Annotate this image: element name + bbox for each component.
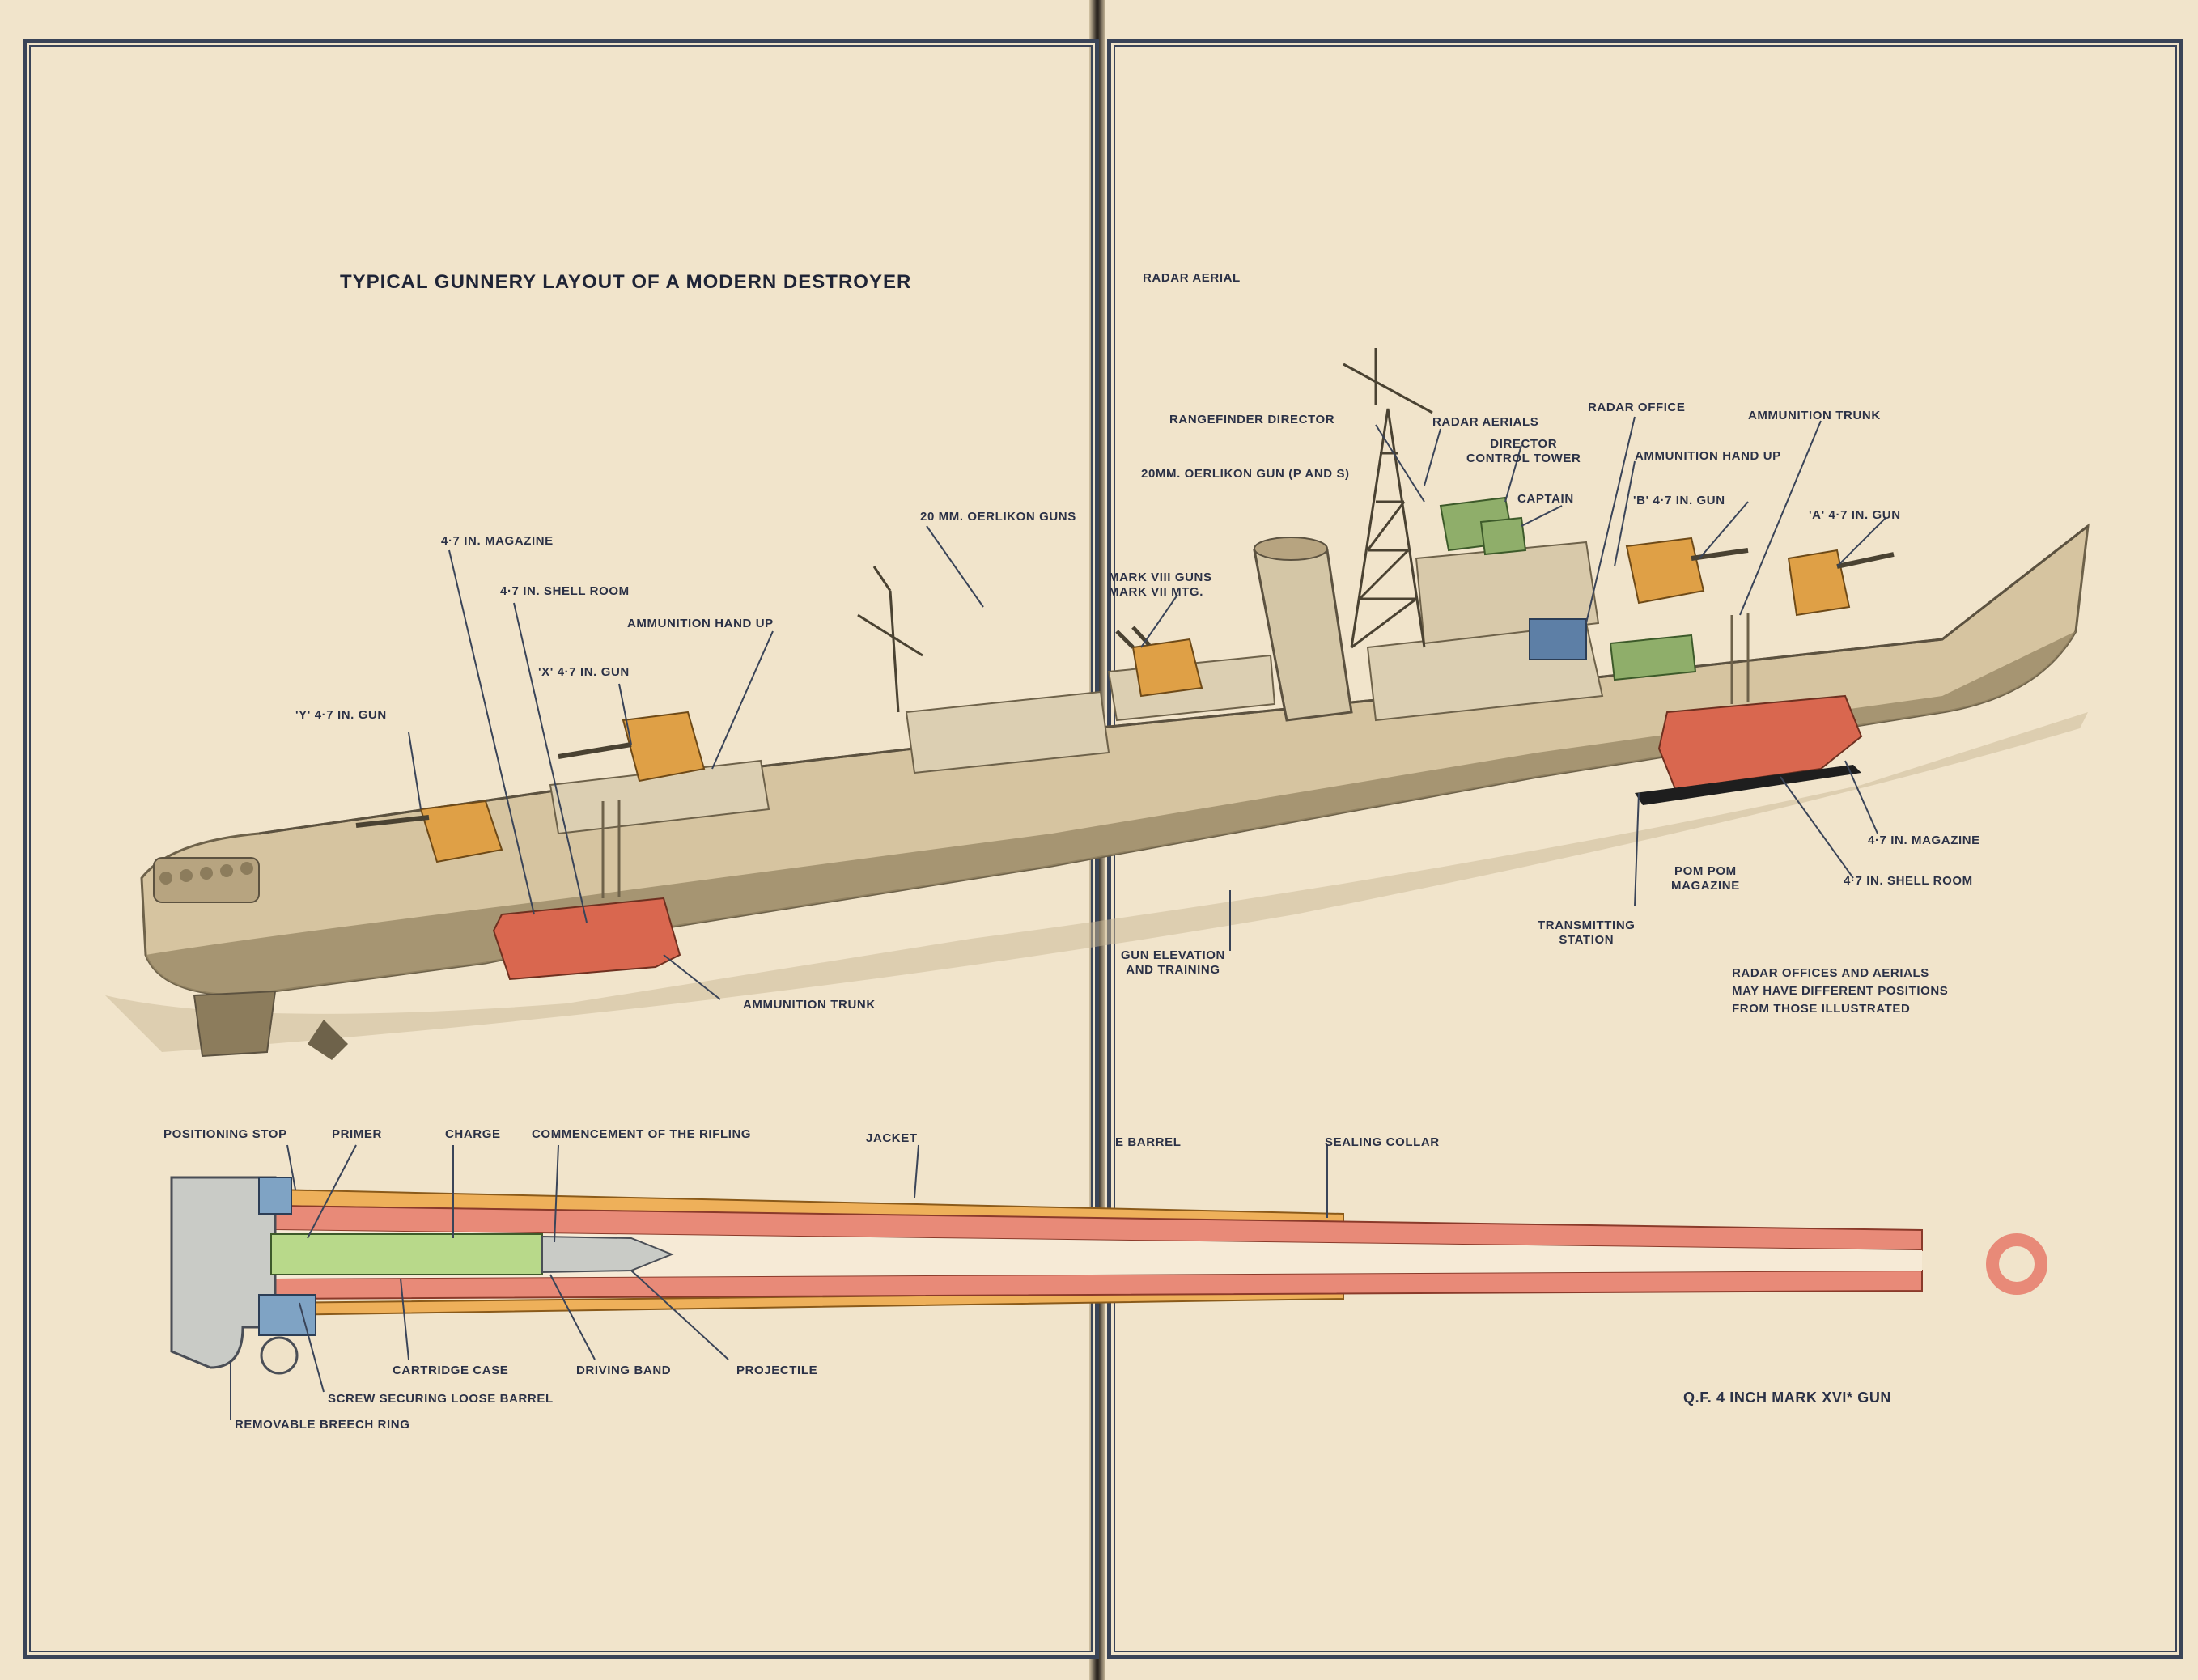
label-fwd-magazine: 4·7 IN. MAGAZINE (1868, 834, 1980, 847)
lattice-mast (1343, 348, 1433, 649)
rudder (193, 990, 277, 1058)
label-oerlikon-ps: 20MM. OERLIKON GUN (P AND S) (1141, 467, 1350, 481)
label-oerlikon-guns: 20 MM. OERLIKON GUNS (920, 510, 1076, 524)
leader-lines (408, 416, 1886, 1000)
label-gun-elevation: GUN ELEVATION AND TRAINING (1121, 948, 1225, 977)
label-jacket: JACKET (866, 1131, 918, 1145)
label-b-gun: 'B' 4·7 IN. GUN (1633, 494, 1725, 507)
fwd-magazine-block (1657, 694, 1863, 791)
label-rangefinder-director: RANGEFINDER DIRECTOR (1169, 413, 1335, 426)
bridge-upper (1415, 541, 1600, 645)
breech-ring-circle (260, 1336, 299, 1375)
transmitting-green (1609, 634, 1697, 681)
label-radar-note: RADAR OFFICES AND AERIALS MAY HAVE DIFFE… (1732, 966, 1949, 1016)
midship-superstructure (905, 690, 1110, 774)
label-sealing-collar: SEALING COLLAR (1325, 1135, 1440, 1149)
captain-green (1479, 516, 1527, 556)
muzzle-ring (1986, 1233, 2047, 1295)
label-director-control-tower: DIRECTOR CONTROL TOWER (1466, 437, 1581, 465)
label-pom-pom-magazine: POM POM MAGAZINE (1671, 864, 1740, 893)
label-driving-band: DRIVING BAND (576, 1364, 672, 1377)
a-gun-turret (1787, 549, 1895, 617)
label-ammunition-hand-up-aft: AMMUNITION HAND UP (627, 617, 774, 630)
label-fwd-shell-room: 4·7 IN. SHELL ROOM (1844, 874, 1973, 888)
label-ammunition-trunk-aft: AMMUNITION TRUNK (743, 998, 876, 1012)
label-a-gun: 'A' 4·7 IN. GUN (1809, 508, 1901, 522)
label-y-gun: 'Y' 4·7 IN. GUN (295, 708, 387, 722)
mark-viii-guns-mount (1115, 626, 1203, 698)
breech-block (170, 1176, 277, 1369)
label-radar-office: RADAR OFFICE (1588, 401, 1686, 414)
gun-leader-lines (230, 1144, 1328, 1420)
label-positioning-stop: POSITIONING STOP (163, 1127, 287, 1141)
label-transmitting-station: TRANSMITTING STATION (1538, 918, 1636, 947)
x-gun-turret (558, 711, 706, 783)
label-screw-securing-barrel: SCREW SECURING LOOSE BARREL (328, 1392, 554, 1406)
label-radar-aerial: RADAR AERIAL (1143, 271, 1241, 285)
label-primer: PRIMER (332, 1127, 382, 1141)
label-cartridge-case: CARTRIDGE CASE (392, 1364, 509, 1377)
label-rifling: COMMENCEMENT OF THE RIFLING (532, 1127, 752, 1141)
label-radar-aerials: RADAR AERIALS (1432, 415, 1539, 429)
barrel-bore (275, 1230, 1922, 1279)
fwd-ammunition-trunk (1730, 613, 1750, 704)
label-ammunition-hand-up-fwd: AMMUNITION HAND UP (1635, 449, 1781, 463)
label-x-gun: 'X' 4·7 IN. GUN (538, 665, 630, 679)
wake (105, 712, 2088, 1052)
fwd-magazine-base (1635, 765, 1861, 805)
stern-rollers (153, 857, 260, 903)
radar-office-block (1529, 618, 1587, 660)
label-aft-magazine: 4·7 IN. MAGAZINE (441, 534, 554, 548)
label-mark-viii-guns: MARK VIII GUNS MARK VII MTG. (1109, 571, 1212, 599)
label-charge: CHARGE (445, 1127, 501, 1141)
propeller (308, 1020, 348, 1060)
aft-ammunition-trunk (601, 800, 621, 898)
cartridge-case (270, 1233, 543, 1275)
aft-mast (857, 566, 923, 713)
aft-magazine-block (492, 897, 681, 981)
label-projectile: PROJECTILE (736, 1364, 818, 1377)
label-captain: CAPTAIN (1517, 492, 1574, 506)
label-removable-breech-ring: REMOVABLE BREECH RING (235, 1418, 410, 1432)
breech-ring-blue (258, 1177, 316, 1336)
y-gun-turret (355, 800, 503, 863)
gun-title: Q.F. 4 INCH MARK XVI* GUN (1683, 1389, 1892, 1406)
label-ammunition-trunk-fwd: AMMUNITION TRUNK (1748, 409, 1881, 422)
page-title: TYPICAL GUNNERY LAYOUT OF A MODERN DESTR… (340, 271, 912, 293)
label-barrel: E BARREL (1115, 1135, 1182, 1149)
projectile (541, 1235, 674, 1274)
label-aft-shell-room: 4·7 IN. SHELL ROOM (500, 584, 630, 598)
